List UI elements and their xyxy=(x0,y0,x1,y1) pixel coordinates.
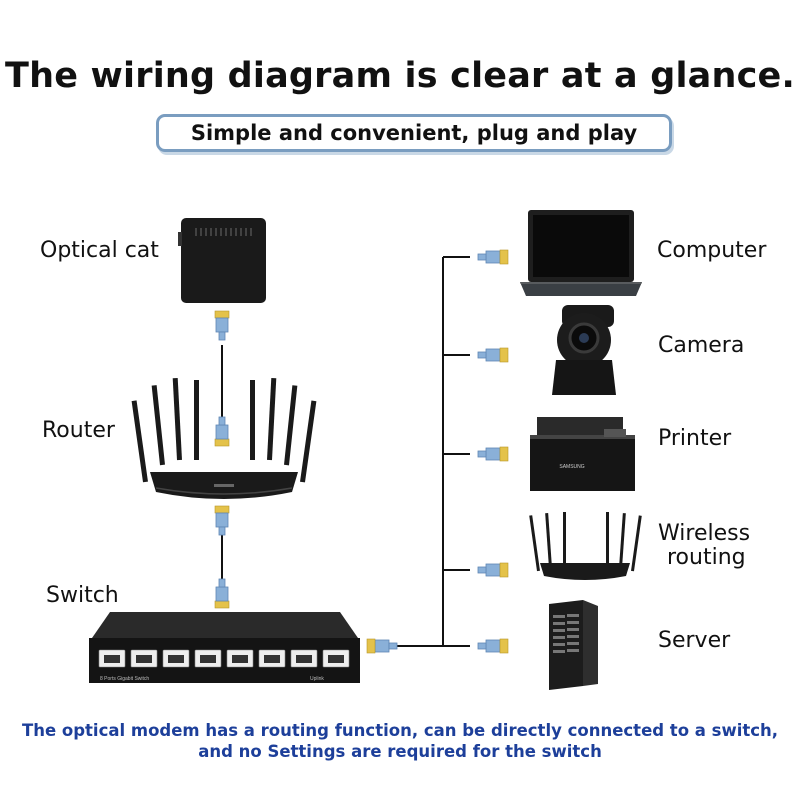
router-icon xyxy=(131,377,317,499)
switch-model-text: 8 Ports Gigabit Switch xyxy=(100,676,149,682)
connector-computer xyxy=(477,249,509,265)
printer-brand-text: SAMSUNG xyxy=(559,464,584,470)
subtitle-text: Simple and convenient, plug and play xyxy=(190,121,638,145)
printer-icon: SAMSUNG xyxy=(530,417,635,491)
label-printer: Printer xyxy=(658,426,732,451)
switch-icon: 8 Ports Gigabit Switch Uplink xyxy=(89,612,360,683)
connector-router-in xyxy=(214,416,230,447)
connector-router-out xyxy=(214,505,230,536)
footer-note: The optical modem has a routing function… xyxy=(0,720,800,762)
label-camera: Camera xyxy=(658,333,745,358)
connector-switch-uplink xyxy=(366,638,398,654)
label-optical-cat: Optical cat xyxy=(40,238,159,263)
label-router: Router xyxy=(42,418,115,443)
footer-line-1: The optical modem has a routing function… xyxy=(21,721,779,740)
switch-uplink-text: Uplink xyxy=(310,676,324,682)
laptop-icon xyxy=(520,210,642,296)
connector-modem xyxy=(214,310,230,341)
optical-modem-icon xyxy=(178,218,266,303)
label-computer: Computer xyxy=(657,238,767,263)
label-server: Server xyxy=(658,628,731,653)
label-wireless-routing: Wireless routing xyxy=(658,522,750,570)
connector-switch-in xyxy=(214,578,230,609)
label-wireless-routing-line1: Wireless xyxy=(658,521,751,546)
cable-network xyxy=(221,256,470,647)
wireless-router-icon xyxy=(529,512,642,580)
page-title: The wiring diagram is clear at a glance. xyxy=(5,56,795,96)
connector-printer xyxy=(477,446,509,462)
footer-line-2: and no Settings are required for the swi… xyxy=(198,742,602,761)
connector-camera xyxy=(477,347,509,363)
connector-server xyxy=(477,638,509,654)
label-switch: Switch xyxy=(46,583,119,608)
subtitle-banner: Simple and convenient, plug and play xyxy=(156,114,672,152)
label-wireless-routing-line2: routing xyxy=(667,545,746,570)
connector-wireless-router xyxy=(477,562,509,578)
camera-icon xyxy=(552,305,616,395)
server-icon xyxy=(549,600,598,690)
